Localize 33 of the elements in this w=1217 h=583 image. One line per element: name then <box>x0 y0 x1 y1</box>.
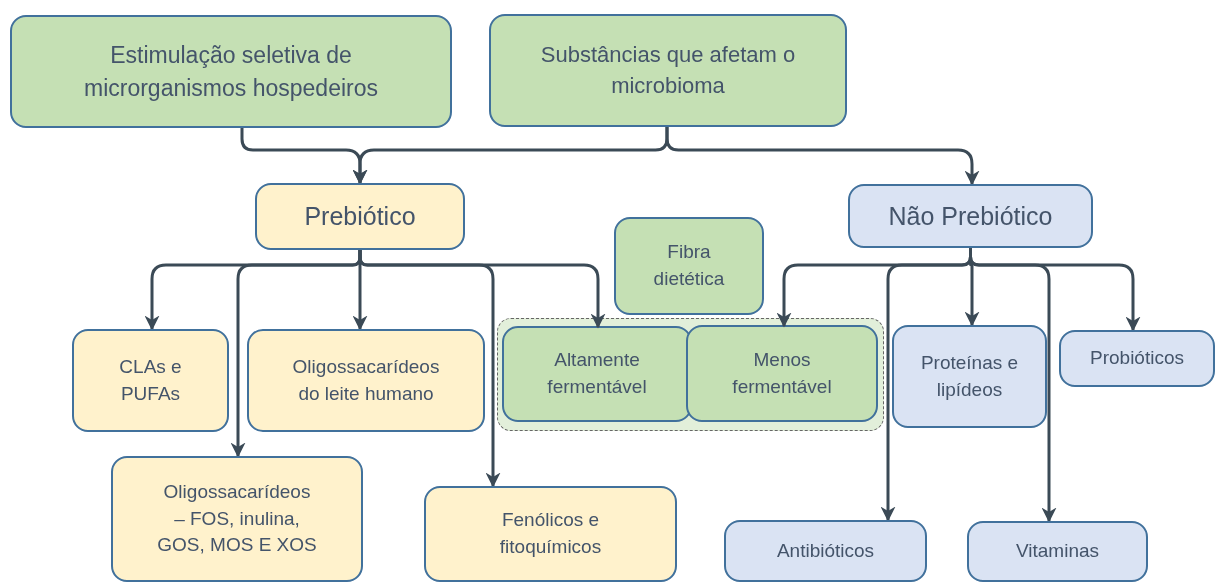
box-label: CLAs e PUFAs <box>118 354 183 406</box>
category-box <box>724 520 927 582</box>
box-label: Menos fermentável <box>731 347 833 399</box>
box-label: Antibióticos <box>775 538 876 563</box>
category-box <box>686 325 878 422</box>
arrow <box>358 250 606 329</box>
box-label: Fibra dietética <box>652 240 726 291</box>
category-box <box>967 521 1148 582</box>
category-box <box>255 183 465 250</box>
box-label: Vitaminas <box>1014 539 1101 564</box>
category-box <box>1059 330 1215 387</box>
arrow <box>969 248 1141 332</box>
dashed-group-box <box>497 318 884 431</box>
box-label: Substâncias que afetam o microbioma <box>539 40 797 100</box>
box-label: Oligossacarídeos do leite humano <box>291 354 441 406</box>
category-box <box>424 486 677 582</box>
box-label: Oligossacarídeos – FOS, inulina, GOS, MOS E XOS <box>156 480 318 558</box>
box-label: Probióticos <box>1089 346 1185 371</box>
box-label: Proteínas e lipídeos <box>919 350 1020 402</box>
box-label: Não Prebiótico <box>887 200 1054 232</box>
category-box <box>489 14 847 127</box>
arrow <box>665 127 980 186</box>
box-label: Altamente fermentável <box>546 348 648 399</box>
box-label: Fenólicos e fitoquímicos <box>498 508 603 559</box>
category-box <box>72 329 229 432</box>
box-label: Estimulação seletiva de microrganismos hospedeiros <box>83 41 379 103</box>
category-box <box>247 329 485 432</box>
box-label: Prebiótico <box>303 201 417 232</box>
category-box <box>848 184 1093 248</box>
category-box <box>10 15 452 128</box>
category-box <box>111 456 363 582</box>
category-box <box>614 217 764 315</box>
category-box <box>892 325 1047 428</box>
